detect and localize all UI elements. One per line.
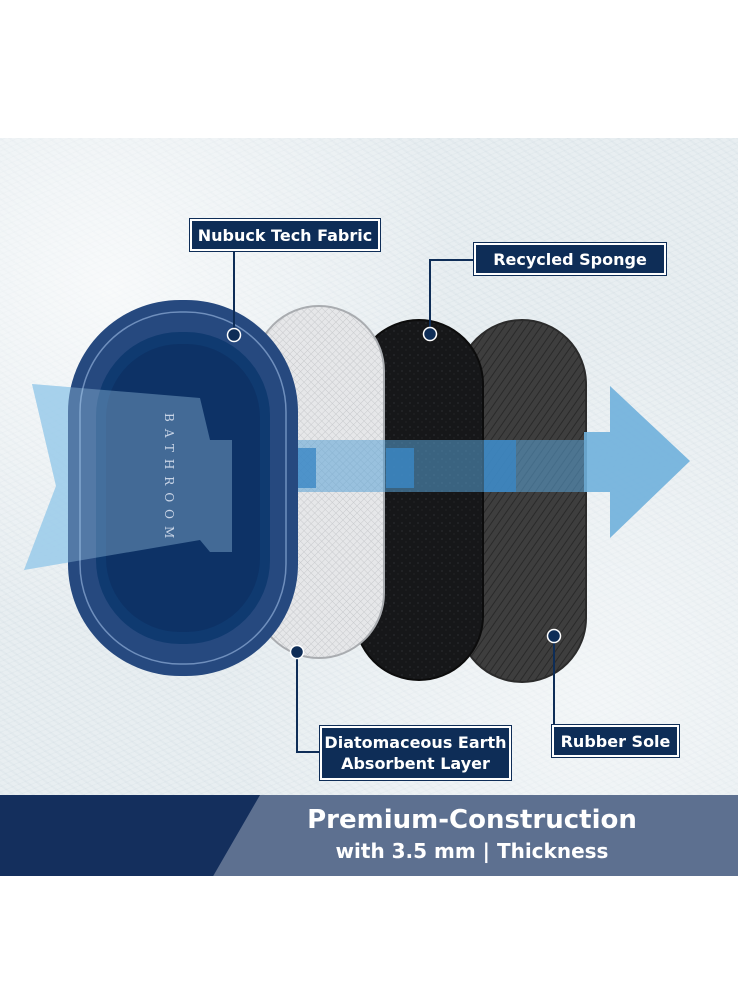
label-rubber-sole: Rubber Sole — [551, 724, 680, 758]
arrow-right-icon — [584, 386, 690, 538]
label-nubuck-tech-fabric: Nubuck Tech Fabric — [189, 218, 381, 252]
label-text-line1: Diatomaceous Earth — [324, 733, 507, 752]
label-text: Recycled Sponge — [493, 249, 647, 269]
label-diatomaceous-earth: Diatomaceous Earth Absorbent Layer — [319, 725, 512, 781]
label-recycled-sponge: Recycled Sponge — [473, 242, 667, 276]
footer-banner: Premium-Construction with 3.5 mm | Thick… — [0, 795, 738, 876]
mat-brand-text: BATHROOM — [162, 413, 176, 546]
nubuck-fabric-mat — [68, 300, 298, 676]
banner-subtitle: with 3.5 mm | Thickness — [335, 839, 609, 863]
label-text: Nubuck Tech Fabric — [197, 225, 373, 245]
label-text: Rubber Sole — [560, 731, 671, 751]
banner-accent — [0, 795, 260, 876]
label-text-line2: Absorbent Layer — [341, 754, 490, 773]
banner-title: Premium-Construction — [307, 805, 637, 835]
